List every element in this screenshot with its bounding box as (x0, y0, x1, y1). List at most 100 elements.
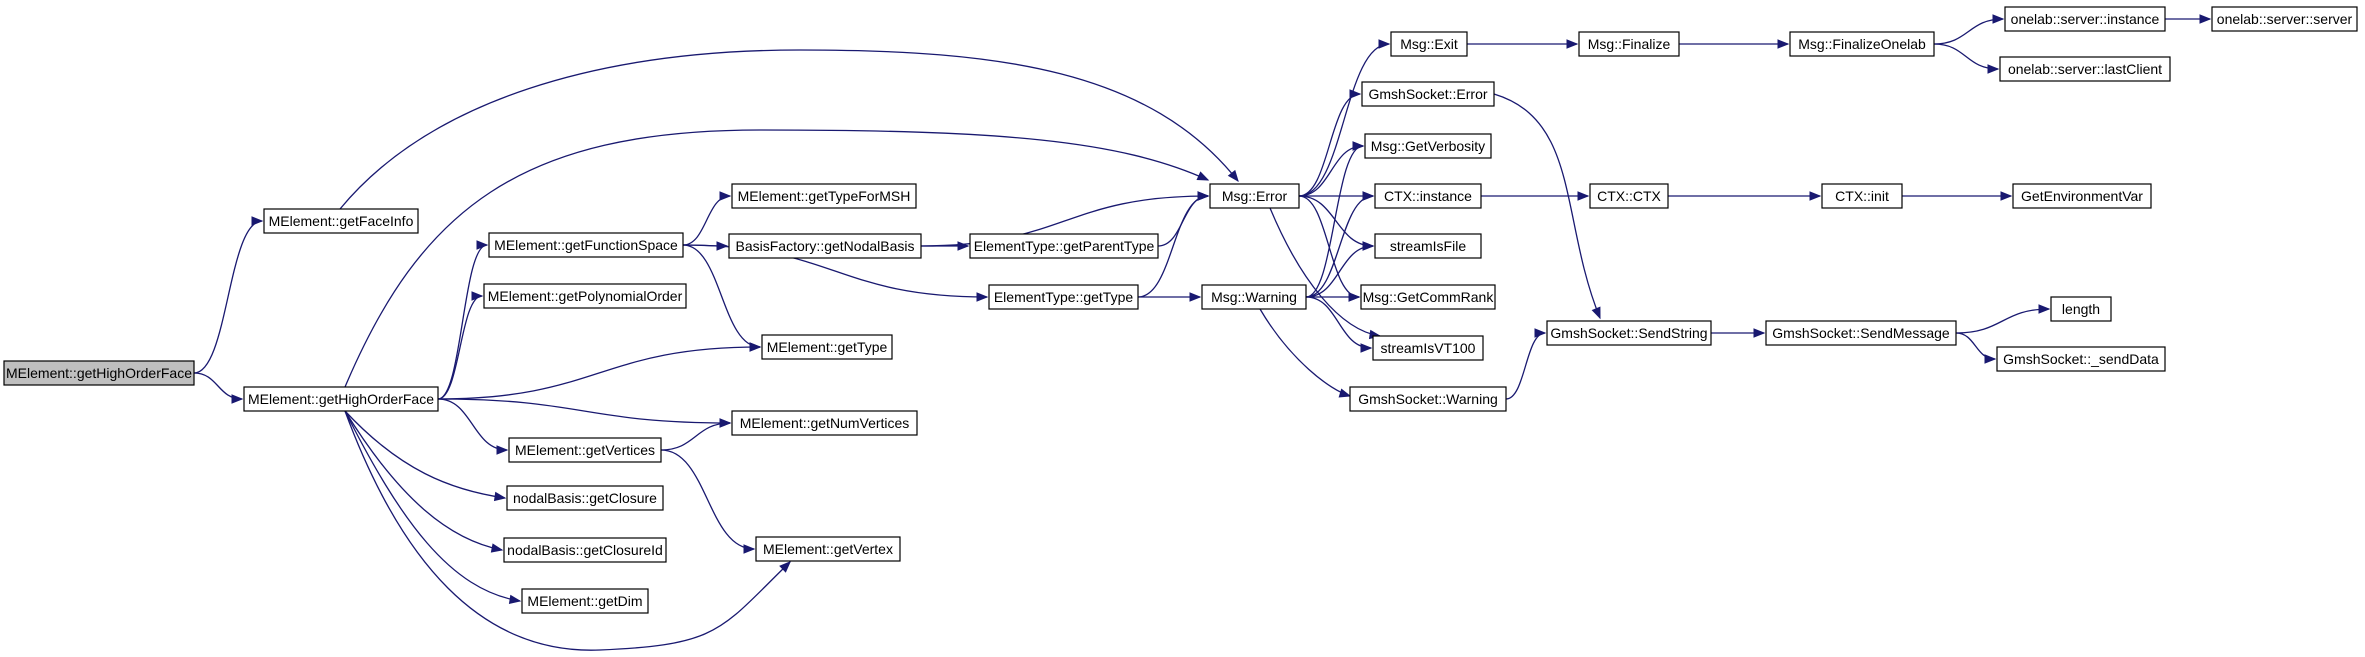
node-gmshsocket-error[interactable]: GmshSocket::Error (1361, 81, 1495, 107)
node-box[interactable] (1765, 320, 1957, 346)
node-box[interactable] (1209, 183, 1300, 209)
node-melement-gettype[interactable]: MElement::getType (761, 334, 893, 360)
node-label: onelab::server::server (2217, 11, 2353, 27)
node-length[interactable]: length (2050, 296, 2112, 322)
node-gmshsocket-sendmessage[interactable]: GmshSocket::SendMessage (1765, 320, 1957, 346)
edge-n0-n2 (193, 372, 244, 404)
node-msg-finalize[interactable]: Msg::Finalize (1578, 31, 1680, 57)
node-melement-getdim[interactable]: MElement::getDim (521, 588, 649, 614)
node-box[interactable] (2050, 296, 2112, 322)
node-ctx-ctx[interactable]: CTX::CTX (1589, 183, 1669, 209)
node-melement-getvertex[interactable]: MElement::getVertex (755, 536, 901, 562)
edge-arrowhead (957, 241, 970, 251)
node-gmshsocket-warning[interactable]: GmshSocket::Warning (1349, 386, 1507, 412)
node-box[interactable] (1360, 284, 1496, 310)
node-box[interactable] (1374, 183, 1482, 209)
edge-n2-n11 (437, 398, 732, 428)
node-nodalbasis-getclosureid[interactable]: nodalBasis::getClosureId (503, 537, 667, 563)
edge-arrowhead (779, 561, 791, 573)
node-box[interactable] (488, 232, 684, 258)
node-onelab-server-server[interactable]: onelab::server::server (2211, 6, 2358, 32)
node-box[interactable] (1361, 81, 1495, 107)
edge-arrowhead (1992, 14, 2005, 24)
node-label: Msg::Exit (1400, 36, 1458, 52)
node-msg-warning[interactable]: Msg::Warning (1201, 284, 1307, 310)
node-box[interactable] (521, 588, 649, 614)
node-box[interactable] (1578, 31, 1680, 57)
node-gmshsocket-senddata[interactable]: GmshSocket::_sendData (1996, 346, 2166, 372)
node-box[interactable] (761, 334, 893, 360)
node-getenvironmentvar[interactable]: GetEnvironmentVar (2012, 183, 2152, 209)
node-streamisfile[interactable]: streamIsFile (1374, 233, 1482, 259)
node-box[interactable] (1201, 284, 1307, 310)
node-box[interactable] (2211, 6, 2358, 32)
node-box[interactable] (988, 284, 1139, 310)
node-label: nodalBasis::getClosureId (507, 542, 663, 558)
node-box[interactable] (2012, 183, 2152, 209)
node-onelab-server-instance[interactable]: onelab::server::instance (2004, 6, 2166, 32)
node-gmshsocket-sendstring[interactable]: GmshSocket::SendString (1546, 320, 1712, 346)
node-melement-gettypeformsh[interactable]: MElement::getTypeForMSH (731, 183, 917, 209)
edge-n2-n4 (437, 240, 489, 400)
node-box[interactable] (1374, 233, 1482, 259)
node-box[interactable] (1364, 133, 1492, 159)
node-box[interactable] (1789, 31, 1935, 57)
node-box[interactable] (1372, 335, 1484, 361)
node-box[interactable] (503, 537, 667, 563)
node-box[interactable] (1996, 346, 2166, 372)
edge-n17-n18 (1467, 39, 1579, 49)
node-box[interactable] (483, 283, 687, 309)
node-label: CTX::init (1835, 188, 1889, 204)
edge-line (437, 244, 488, 400)
node-box[interactable] (508, 437, 662, 463)
node-box[interactable] (728, 233, 922, 259)
edge-arrowhead (1227, 169, 1239, 183)
node-box[interactable] (2004, 6, 2166, 32)
node-ctx-init[interactable]: CTX::init (1821, 183, 1903, 209)
node-box[interactable] (243, 386, 439, 412)
node-label: Msg::Warning (1211, 289, 1297, 305)
node-box[interactable] (969, 233, 1159, 259)
node-msg-exit[interactable]: Msg::Exit (1390, 31, 1468, 57)
node-box[interactable] (731, 410, 918, 436)
node-label: GmshSocket::SendString (1550, 325, 1707, 341)
node-melement-getnumvertices[interactable]: MElement::getNumVertices (731, 410, 918, 436)
node-melement-getpolynomialorder[interactable]: MElement::getPolynomialOrder (483, 283, 687, 309)
node-box[interactable] (1999, 56, 2171, 82)
node-box[interactable] (755, 536, 901, 562)
node-box[interactable] (3, 360, 195, 386)
node-elementtype-gettype[interactable]: ElementType::getType (988, 284, 1139, 310)
node-box[interactable] (731, 183, 917, 209)
edge-n32-n29 (1305, 241, 1375, 298)
node-ctx-instance[interactable]: CTX::instance (1374, 183, 1482, 209)
edge-line (344, 129, 1209, 388)
node-msg-getcommrank[interactable]: Msg::GetCommRank (1360, 284, 1496, 310)
node-box[interactable] (1349, 386, 1507, 412)
node-label: BasisFactory::getNodalBasis (736, 238, 915, 254)
node-box[interactable] (1546, 320, 1712, 346)
node-melement-getfunctionspace[interactable]: MElement::getFunctionSpace (488, 232, 684, 258)
node-box[interactable] (263, 208, 419, 234)
node-onelab-server-lastclient[interactable]: onelab::server::lastClient (1999, 56, 2171, 82)
node-melement-gethighorderface[interactable]: MElement::getHighOrderFace (243, 386, 439, 412)
node-nodalbasis-getclosure[interactable]: nodalBasis::getClosure (506, 485, 664, 511)
node-msg-finalizeonelab[interactable]: Msg::FinalizeOnelab (1789, 31, 1935, 57)
edge-line (339, 49, 1239, 210)
node-box[interactable] (1821, 183, 1903, 209)
node-box[interactable] (506, 485, 664, 511)
node-basisfactory-getnodalbasis[interactable]: BasisFactory::getNodalBasis (728, 233, 922, 259)
edge-n32-n25 (1305, 191, 1375, 298)
node-melement-getvertices[interactable]: MElement::getVertices (508, 437, 662, 463)
edge-n2-n16 (344, 410, 522, 605)
node-msg-error[interactable]: Msg::Error (1209, 183, 1300, 209)
node-melement-getfaceinfo[interactable]: MElement::getFaceInfo (263, 208, 419, 234)
node-streamisvt100[interactable]: streamIsVT100 (1372, 335, 1484, 361)
node-elementtype-getparenttype[interactable]: ElementType::getParentType (969, 233, 1159, 259)
edge-arrowhead (719, 191, 732, 201)
edge-n3-n29 (1298, 195, 1375, 251)
edge-arrowhead (1591, 306, 1601, 320)
node-box[interactable] (1589, 183, 1669, 209)
node-melement-gethighorderface[interactable]: MElement::getHighOrderFace (3, 360, 195, 386)
node-box[interactable] (1390, 31, 1468, 57)
node-msg-getverbosity[interactable]: Msg::GetVerbosity (1364, 133, 1492, 159)
